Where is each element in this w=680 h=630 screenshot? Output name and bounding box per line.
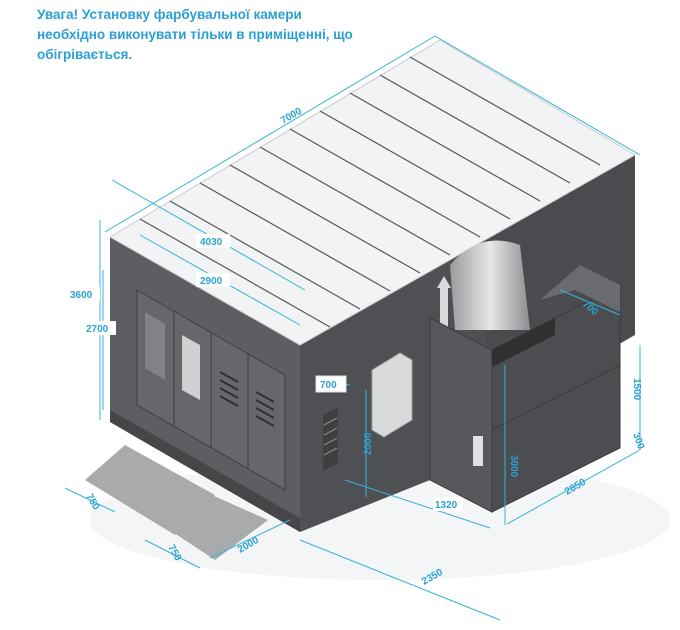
roof-seams bbox=[139, 56, 601, 328]
dim-base-height: 300 bbox=[630, 431, 646, 451]
dim-side-door-width: 700 bbox=[320, 380, 337, 391]
dim-side-door-height: 2000 bbox=[363, 432, 374, 455]
front-doors[interactable] bbox=[136, 289, 286, 491]
dim-annex-height: 3000 bbox=[508, 455, 519, 478]
warning-line-2: необхідно виконувати тільки в приміщенні… bbox=[37, 27, 353, 42]
dim-annex-box-height: 1500 bbox=[631, 378, 642, 401]
ramp-right bbox=[165, 492, 268, 560]
dim-roof-width: 4030 bbox=[200, 237, 223, 248]
roof bbox=[109, 39, 636, 346]
annex-left-face bbox=[429, 317, 493, 513]
annex-handle[interactable] bbox=[473, 436, 483, 466]
installation-warning: Увага! Установку фарбувальної камери нео… bbox=[37, 5, 377, 65]
dim-annex-offset: 1320 bbox=[435, 500, 458, 511]
dim-door-width: 2900 bbox=[200, 276, 223, 287]
warning-line-1: Увага! Установку фарбувальної камери bbox=[37, 7, 302, 22]
annex-panel-seam bbox=[491, 364, 621, 431]
annex-opening bbox=[492, 318, 555, 367]
annex-top-box bbox=[540, 265, 620, 312]
control-panel[interactable] bbox=[371, 352, 413, 438]
dim-total-height: 3600 bbox=[70, 290, 93, 301]
fan-drum bbox=[450, 240, 530, 330]
front-base bbox=[110, 410, 300, 532]
warning-line-3: обігрівається. bbox=[37, 47, 133, 62]
exhaust-arrow-icon bbox=[437, 276, 451, 288]
dim-door-height: 2700 bbox=[86, 324, 109, 335]
side-vent bbox=[323, 407, 338, 471]
